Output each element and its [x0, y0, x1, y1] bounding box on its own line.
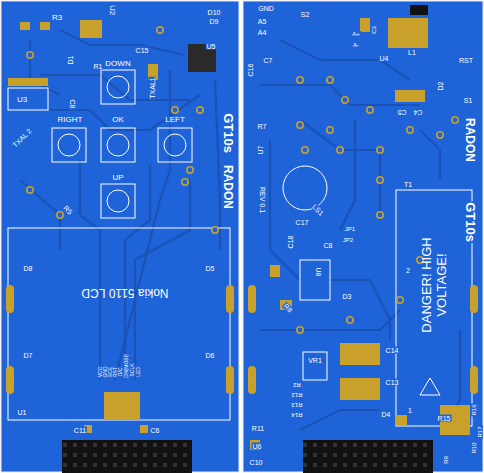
silkscreen-label: R7 [257, 123, 268, 130]
silkscreen-label: U4 [379, 55, 390, 62]
vias [27, 27, 458, 333]
silkscreen-label: U1 [17, 409, 28, 416]
silkscreen-label: S2 [300, 11, 311, 18]
silkscreen-label: C10 [249, 459, 264, 466]
silkscreen-label: D2 [437, 81, 444, 92]
silkscreen-label: R1 [93, 63, 104, 70]
lcd-outline: Nokia 5110 LCD [90, 280, 160, 306]
silkscreen-label: D6 [205, 352, 216, 359]
silkscreen-label: DN(MOSI) [124, 353, 129, 378]
silkscreen-label: C7 [263, 57, 274, 64]
silkscreen-label: VR1 [307, 357, 323, 364]
right-board [243, 1, 483, 472]
silkscreen-label: GT10s [222, 112, 235, 154]
silkscreen-label: R11 [251, 425, 265, 432]
silkscreen-label: LEFT [164, 116, 186, 124]
silkscreen-label: 2 [405, 267, 411, 274]
silkscreen-label: JP2 [342, 237, 354, 243]
copper-traces [20, 30, 460, 430]
silkscreen-label: A- [352, 42, 360, 48]
silkscreen-label: GND [257, 5, 275, 12]
silkscreen-label: C18 [287, 235, 294, 250]
silkscreen-label: D7 [23, 352, 34, 359]
silkscreen-label: REV 0.1 [259, 186, 266, 214]
pads [6, 18, 478, 450]
silkscreen-label: U8 [315, 267, 322, 278]
silkscreen-label: LED [136, 366, 141, 378]
silkscreen-label: D8 [23, 265, 34, 272]
silkscreen-label: C8 [69, 99, 76, 110]
silkscreen-label: R10 [471, 441, 477, 454]
silkscreen-label: D9 [209, 18, 220, 25]
silkscreen-label: C14 [385, 347, 400, 354]
silkscreen-label: R3 [51, 14, 63, 22]
silkscreen-label: R13 [290, 402, 303, 408]
silkscreen-label: R17 [477, 425, 483, 438]
silkscreen-label: C8 [323, 242, 334, 249]
silkscreen-label: D/C [118, 367, 123, 378]
node-text: Nokia 5110 LCD [65, 286, 185, 300]
silkscreen-label: C6 [150, 427, 161, 434]
silkscreen-label: C5 [397, 109, 408, 116]
silkscreen [8, 70, 472, 426]
silkscreen-label: C4 [413, 109, 424, 116]
silkscreen-label: C15 [135, 47, 150, 54]
silkscreen-label: RST [458, 57, 474, 64]
silkscreen-label: R9 [443, 455, 449, 465]
silkscreen-label: GT10s [464, 201, 477, 243]
silkscreen-label: C11 [73, 427, 87, 434]
silkscreen-label: R2 [292, 382, 302, 388]
silkscreen-label: RIGHT [57, 116, 84, 124]
silkscreen-label: R12 [290, 392, 303, 398]
silkscreen-label: C17 [295, 219, 310, 226]
silkscreen-label: A+ [351, 31, 361, 37]
silkscreen-label: D10 [207, 9, 222, 16]
silkscreen-label: RADON [222, 164, 234, 210]
silkscreen-label: R15 [437, 415, 452, 422]
silkscreen-label: U5 [206, 43, 217, 50]
silkscreen-label: D1 [67, 55, 74, 66]
silkscreen-label: R16 [471, 403, 477, 416]
node-text: DANGER! HIGH VOLTAGE! [419, 210, 449, 360]
connectors [62, 5, 433, 473]
silkscreen-label: U2 [108, 4, 116, 16]
silkscreen-label: D4 [381, 411, 392, 418]
silkscreen-label: S1 [463, 97, 474, 104]
silkscreen-label: D3 [342, 293, 353, 300]
silkscreen-label: D5 [205, 265, 216, 272]
silkscreen-label: RADON [464, 117, 476, 163]
silkscreen-label: A4 [257, 29, 268, 36]
silkscreen-label: C16 [247, 63, 254, 78]
silkscreen-label: L1 [407, 49, 417, 56]
silkscreen-label: R14 [290, 412, 303, 418]
silkscreen-label: TXAL1 [149, 76, 156, 99]
silkscreen-label: A5 [257, 18, 268, 25]
silkscreen-label: DOWN [104, 60, 131, 68]
silkscreen-label: U7 [257, 145, 264, 156]
warning-box: DANGER! HIGH VOLTAGE! [400, 200, 468, 370]
silkscreen-label: U3 [16, 96, 28, 104]
silkscreen-label: SCLK [130, 362, 135, 377]
silkscreen-label: C3 [371, 25, 377, 35]
silkscreen-label: UP [111, 174, 124, 182]
silkscreen-label: OK [111, 116, 125, 124]
silkscreen-label: T1 [403, 181, 413, 188]
silkscreen-label: JP1 [344, 226, 356, 232]
silkscreen-label: 1 [407, 407, 413, 414]
silkscreen-label: U6 [252, 443, 263, 450]
silkscreen-label: C13 [385, 379, 400, 386]
left-board [1, 1, 239, 472]
